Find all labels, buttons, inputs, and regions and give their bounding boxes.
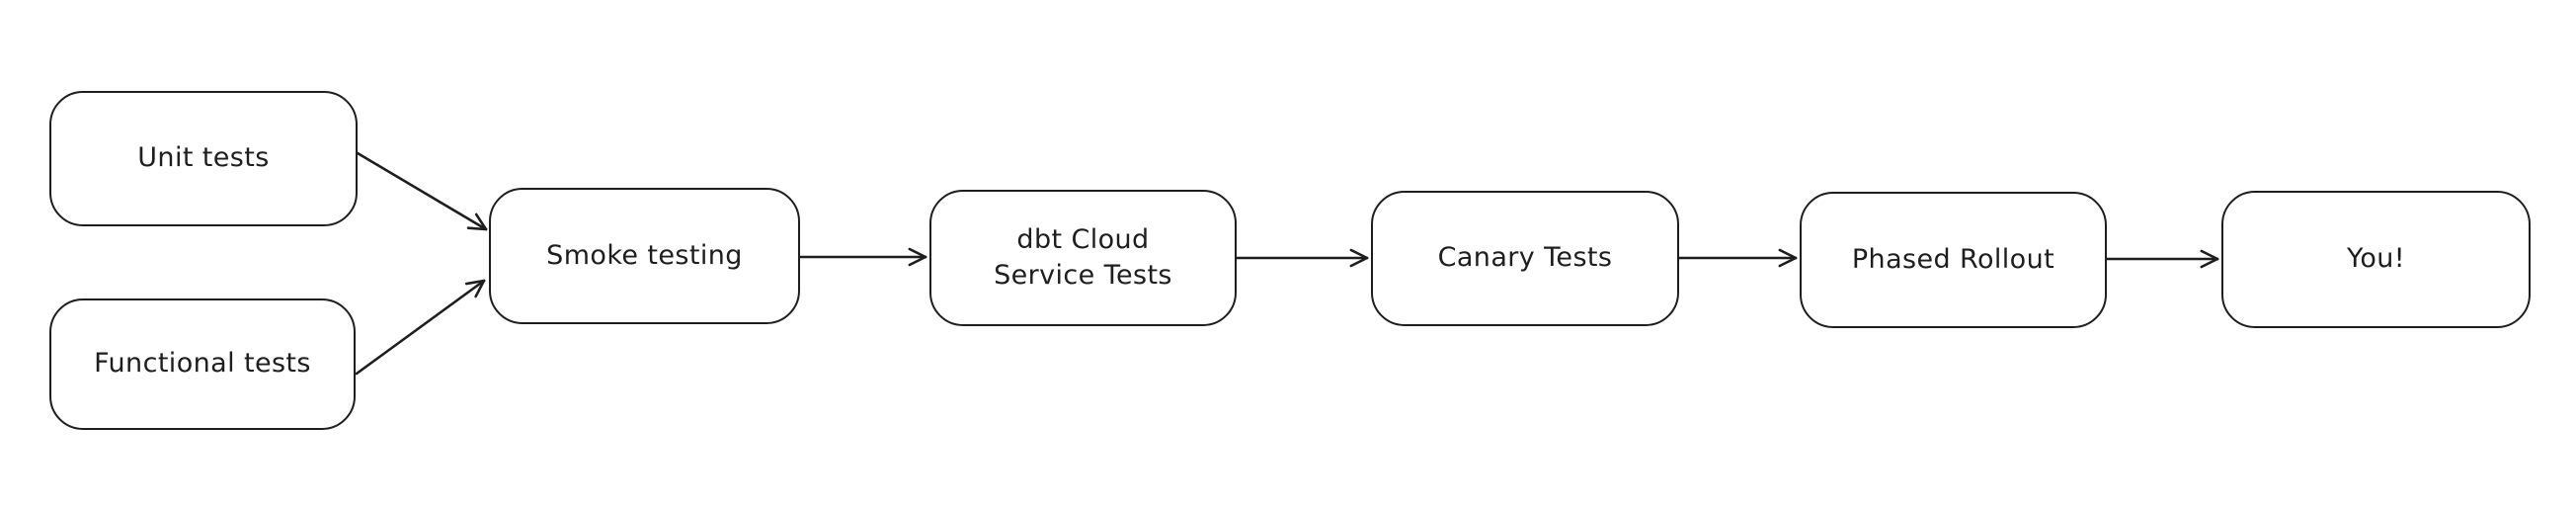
node-canary-tests: Canary Tests xyxy=(1371,191,1679,326)
node-smoke-testing: Smoke testing xyxy=(489,188,800,324)
node-phased-rollout: Phased Rollout xyxy=(1800,192,2107,328)
node-label-unit-tests: Unit tests xyxy=(137,142,270,174)
node-dbt-cloud-service-tests: dbt Cloud Service Tests xyxy=(929,190,1237,326)
node-label-you: You! xyxy=(2347,243,2405,275)
edge-functional-tests-to-smoke-testing xyxy=(355,279,486,376)
edge-smoke-testing-to-dbt-cloud-service-tests xyxy=(798,247,927,267)
node-unit-tests: Unit tests xyxy=(49,91,358,226)
node-label-canary-tests: Canary Tests xyxy=(1437,242,1613,274)
node-you: You! xyxy=(2221,191,2531,328)
node-label-dbt-cloud-service-tests: dbt Cloud Service Tests xyxy=(994,223,1172,291)
edge-unit-tests-to-smoke-testing xyxy=(356,151,488,231)
node-label-smoke-testing: Smoke testing xyxy=(546,239,743,271)
node-label-functional-tests: Functional tests xyxy=(94,348,311,380)
node-label-phased-rollout: Phased Rollout xyxy=(1851,243,2055,275)
edge-dbt-cloud-service-tests-to-canary-tests xyxy=(1235,248,1369,268)
node-functional-tests: Functional tests xyxy=(49,298,356,430)
edge-canary-tests-to-phased-rollout xyxy=(1677,248,1798,268)
edge-phased-rollout-to-you xyxy=(2105,249,2219,269)
